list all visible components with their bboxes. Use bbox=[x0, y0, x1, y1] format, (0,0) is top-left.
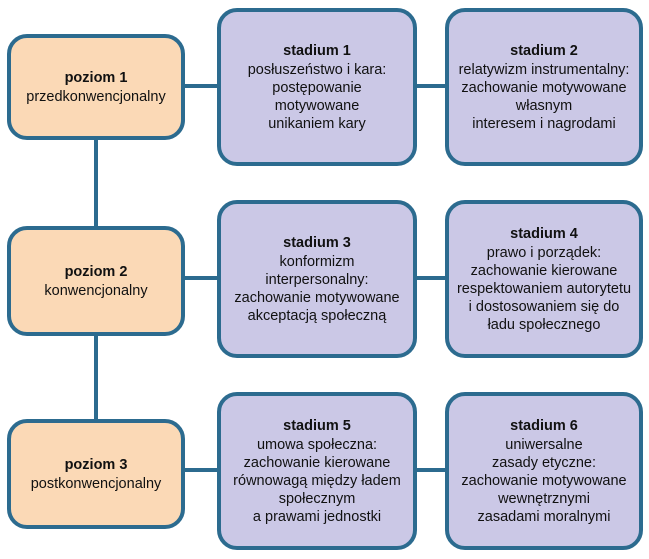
level-3-label: postkonwencjonalny bbox=[30, 475, 162, 492]
level-3-title: poziom 3 bbox=[64, 456, 128, 473]
stage-2-line: własnym bbox=[515, 97, 573, 114]
stage-1-line: postępowanie bbox=[272, 79, 362, 96]
stage-3-title: stadium 3 bbox=[283, 234, 351, 251]
stage-3-line: akceptacją społeczną bbox=[247, 307, 387, 324]
level-1-title: poziom 1 bbox=[64, 69, 128, 86]
stage-5-line: a prawami jednostki bbox=[252, 508, 382, 525]
stage-5-title: stadium 5 bbox=[283, 417, 351, 434]
stage-6-line: zasady etyczne: bbox=[492, 454, 596, 471]
stage-2-line: interesem i nagrodami bbox=[472, 115, 616, 132]
stage-4-line: zachowanie kierowane bbox=[470, 262, 618, 279]
stage-1-box: stadium 1 posłuszeństwo i kara: postępow… bbox=[217, 8, 417, 166]
stage-1-title: stadium 1 bbox=[283, 42, 351, 59]
stage-2-line: relatywizm instrumentalny: bbox=[458, 61, 630, 78]
stage-6-title: stadium 6 bbox=[510, 417, 578, 434]
level-2-box: poziom 2 konwencjonalny bbox=[7, 226, 185, 336]
stage-6-line: zasadami moralnymi bbox=[477, 508, 611, 525]
stage-5-line: równowagą między ładem bbox=[233, 472, 401, 489]
stage-5-line: zachowanie kierowane bbox=[243, 454, 391, 471]
stage-4-line: i dostosowaniem się do bbox=[468, 298, 620, 315]
stage-6-box: stadium 6 uniwersalne zasady etyczne: za… bbox=[445, 392, 643, 550]
stage-5-line: umowa społeczna: bbox=[256, 436, 378, 453]
stage-1-line: posłuszeństwo i kara: bbox=[247, 61, 387, 78]
stage-4-title: stadium 4 bbox=[510, 225, 578, 242]
level-2-label: konwencjonalny bbox=[44, 282, 148, 299]
stage-2-box: stadium 2 relatywizm instrumentalny: zac… bbox=[445, 8, 643, 166]
stage-1-line: unikaniem kary bbox=[268, 115, 366, 132]
stage-4-line: ładu społecznego bbox=[487, 316, 601, 333]
stage-6-line: wewnętrznymi bbox=[498, 490, 590, 507]
level-1-label: przedkonwencjonalny bbox=[26, 88, 166, 105]
level-3-box: poziom 3 postkonwencjonalny bbox=[7, 419, 185, 529]
stage-3-line: zachowanie motywowane bbox=[234, 289, 400, 306]
stage-1-line: motywowane bbox=[274, 97, 360, 114]
stage-2-title: stadium 2 bbox=[510, 42, 578, 59]
stage-6-line: zachowanie motywowane bbox=[461, 472, 627, 489]
stage-3-line: interpersonalny: bbox=[265, 271, 369, 288]
stage-6-line: uniwersalne bbox=[505, 436, 583, 453]
stage-5-box: stadium 5 umowa społeczna: zachowanie ki… bbox=[217, 392, 417, 550]
stage-2-line: zachowanie motywowane bbox=[461, 79, 627, 96]
level-2-title: poziom 2 bbox=[64, 263, 128, 280]
stage-5-line: społecznym bbox=[278, 490, 356, 507]
stage-3-line: konformizm bbox=[279, 253, 355, 270]
stage-4-line: respektowaniem autorytetu bbox=[456, 280, 632, 297]
level-1-box: poziom 1 przedkonwencjonalny bbox=[7, 34, 185, 140]
stage-4-line: prawo i porządek: bbox=[486, 244, 602, 261]
stage-4-box: stadium 4 prawo i porządek: zachowanie k… bbox=[445, 200, 643, 358]
stage-3-box: stadium 3 konformizm interpersonalny: za… bbox=[217, 200, 417, 358]
